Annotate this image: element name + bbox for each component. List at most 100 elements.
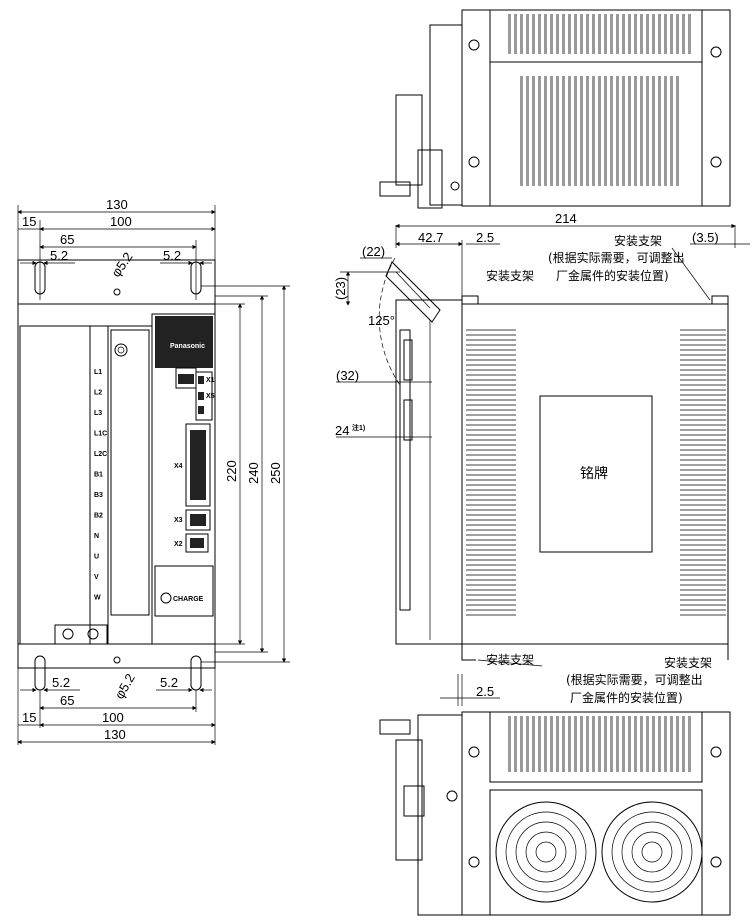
connector-x3-label: X3 [174, 517, 183, 524]
grille-slot [628, 14, 631, 54]
side-view: 214 42.7 2.5 (3.5) 安装支架 (根据实际需要，可调整出 厂金属… [333, 211, 750, 706]
dim-height-250: 250 [268, 462, 283, 484]
grille-slot [640, 76, 643, 186]
terminal-label: L2C [94, 451, 107, 458]
dim-top-body-width: 100 [110, 214, 132, 229]
bracket-bottom-right-label: 安装支架 [664, 655, 712, 670]
dim-bottom-body-width: 100 [102, 710, 124, 725]
grille-slot [544, 716, 547, 772]
terminal-label: U [94, 554, 99, 561]
angle-125: 125° [368, 313, 395, 328]
grille-slot [586, 716, 589, 772]
dim-bottom-overall: 130 [104, 727, 126, 742]
grille-slot [514, 716, 517, 772]
dim-top-hole-pitch: 65 [60, 232, 74, 247]
grille-slot [604, 14, 607, 54]
grille-slot [646, 76, 649, 186]
dim-bottom-slot-width: 5.2 [52, 675, 70, 690]
grille-slot [532, 716, 535, 772]
grille-slot [616, 716, 619, 772]
terminal-label: L3 [94, 410, 102, 417]
grille-slot [652, 14, 655, 54]
grille-slot [562, 76, 565, 186]
grille-slot [634, 716, 637, 772]
front-view: 130 15 100 65 5.2 5.2 φ5.2 [17, 197, 290, 745]
grille-slot [616, 76, 619, 186]
grille-slot [610, 14, 613, 54]
grille-slot [526, 716, 529, 772]
dim-top-hole-dia: φ5.2 [108, 249, 135, 279]
grille-slot [634, 76, 637, 186]
bracket-bottom-left-label: 安装支架 [486, 652, 534, 667]
grille-slot [580, 716, 583, 772]
grille-slot [550, 14, 553, 54]
grille-slot [586, 76, 589, 186]
grille-slot [688, 14, 691, 54]
fan-left [495, 801, 597, 903]
top-view [379, 9, 731, 209]
grille-slot [550, 716, 553, 772]
terminal-label: B2 [94, 513, 103, 520]
grille-slot [628, 76, 631, 186]
grille-slot [544, 76, 547, 186]
dim-2-5-bottom: 2.5 [476, 684, 494, 699]
grille-slot [574, 14, 577, 54]
grille-slot [610, 76, 613, 186]
dim-height-220: 220 [224, 460, 239, 482]
terminal-label: N [94, 533, 99, 540]
grille-slot [562, 716, 565, 772]
grille-slot [574, 76, 577, 186]
grille-slot [664, 14, 667, 54]
bracket-note-line1: (根据实际需要，可调整出 [548, 250, 685, 265]
grille-slot [688, 716, 691, 772]
grille-slot [682, 716, 685, 772]
dim-32: (32) [336, 368, 359, 383]
brand-logo: Panasonic [170, 343, 205, 350]
grille-slot [532, 76, 535, 186]
grille-slot [652, 76, 655, 186]
ground-label: CHARGE [173, 596, 204, 603]
grille-slot [670, 76, 673, 186]
grille-slot [652, 716, 655, 772]
front-bottom-dimensions: 5.2 5.2 φ5.2 65 15 100 130 [17, 668, 216, 745]
grille-slot [676, 76, 679, 186]
grille-slot [658, 14, 661, 54]
dim-top-slot-width-right: 5.2 [163, 248, 181, 263]
grille-slot [640, 14, 643, 54]
terminal-label: V [94, 574, 99, 581]
connector-x1-label: X1 [206, 377, 215, 384]
nameplate-label: 铭牌 [580, 465, 608, 482]
grille-slot [622, 716, 625, 772]
grille-slot [568, 14, 571, 54]
grille-slot [514, 14, 517, 54]
grille-slot [640, 716, 643, 772]
terminal-label: L2 [94, 390, 102, 397]
grille-slot [610, 716, 613, 772]
grille-slot [568, 76, 571, 186]
bracket-bottom-note-line1: (根据实际需要，可调整出 [566, 672, 703, 687]
dim-bottom-hole-pitch: 65 [60, 693, 74, 708]
dim-24: 24 [335, 423, 349, 438]
grille-slot [616, 14, 619, 54]
dim-bottom-slot-width-right: 5.2 [160, 675, 178, 690]
connector-x2-label: X2 [174, 541, 183, 548]
grille-slot [556, 14, 559, 54]
top-view-grille [508, 14, 691, 186]
grille-slot [664, 716, 667, 772]
grille-slot [598, 716, 601, 772]
grille-slot [622, 14, 625, 54]
bottom-view-grille [508, 716, 691, 772]
grille-slot [520, 76, 523, 186]
terminal-label: L1C [94, 431, 107, 438]
grille-slot [580, 14, 583, 54]
grille-slot [544, 14, 547, 54]
bottom-view [379, 711, 731, 916]
bracket-bottom-note-line2: 厂金属件的安装位置) [570, 690, 683, 705]
grille-slot [658, 716, 661, 772]
grille-slot [664, 76, 667, 186]
grille-slot [604, 716, 607, 772]
dim-top-overall: 130 [106, 197, 128, 212]
